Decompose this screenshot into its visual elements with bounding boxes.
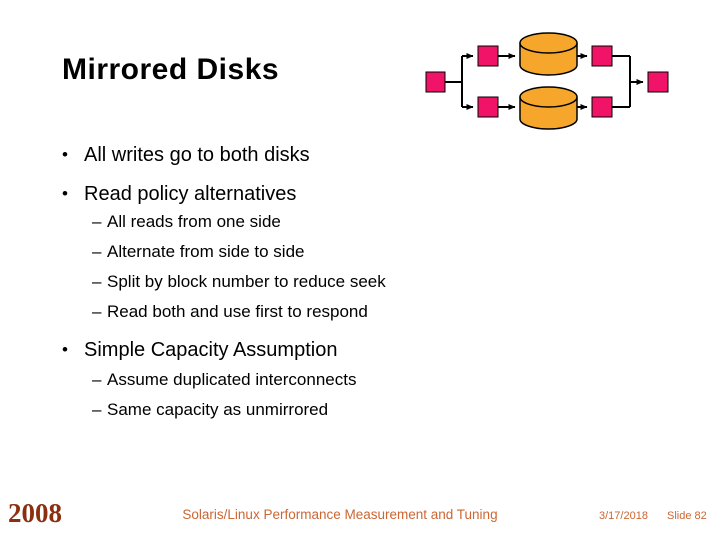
- slide-title: Mirrored Disks: [62, 53, 280, 86]
- mirrored-disks-diagram: [425, 32, 669, 130]
- dash-marker: –: [92, 242, 102, 261]
- footer-date: 3/17/2018: [599, 510, 648, 522]
- dash-marker: –: [92, 302, 102, 321]
- disk-cylinder-bottom-lid: [519, 86, 578, 108]
- subbullet-all-reads-one-side: –All reads from one side: [92, 212, 281, 232]
- interconnect-node-top-right: [591, 45, 613, 67]
- subbullet-same-capacity: –Same capacity as unmirrored: [92, 400, 328, 420]
- bullet-marker: •: [62, 184, 68, 203]
- dash-marker: –: [92, 400, 102, 419]
- bullet-text: Read both and use first to respond: [107, 302, 368, 321]
- disk-cylinder-top-lid: [519, 32, 578, 54]
- subbullet-read-both: –Read both and use first to respond: [92, 302, 368, 322]
- footer-slide-number: Slide 82: [667, 510, 707, 522]
- bullet-text: Read policy alternatives: [84, 183, 297, 205]
- bullet-text: Assume duplicated interconnects: [107, 370, 357, 389]
- year-logo: 2008: [8, 498, 62, 528]
- dash-marker: –: [92, 212, 102, 231]
- bullet-read-policy: • Read policy alternatives: [62, 183, 296, 206]
- subbullet-duplicated-interconnects: –Assume duplicated interconnects: [92, 370, 356, 390]
- interconnect-node-top-left: [477, 45, 499, 67]
- bullet-simple-capacity: • Simple Capacity Assumption: [62, 339, 337, 362]
- interconnect-node-bottom-right: [591, 96, 613, 118]
- bullet-text: All writes go to both disks: [84, 144, 310, 166]
- bullet-text: Simple Capacity Assumption: [84, 339, 338, 361]
- bullet-text: Split by block number to reduce seek: [107, 272, 386, 291]
- dash-marker: –: [92, 272, 102, 291]
- sink-node-square: [647, 71, 669, 93]
- dash-marker: –: [92, 370, 102, 389]
- interconnect-node-bottom-left: [477, 96, 499, 118]
- subbullet-alternate-sides: –Alternate from side to side: [92, 242, 304, 262]
- bullet-text: All reads from one side: [107, 212, 281, 231]
- bullet-marker: •: [62, 145, 68, 164]
- footer-course-title: Solaris/Linux Performance Measurement an…: [182, 507, 498, 522]
- bullet-all-writes: • All writes go to both disks: [62, 144, 310, 167]
- bullet-text: Alternate from side to side: [107, 242, 305, 261]
- source-node-square: [425, 71, 446, 93]
- bullet-marker: •: [62, 340, 68, 359]
- bullet-text: Same capacity as unmirrored: [107, 400, 329, 419]
- subbullet-split-by-block: –Split by block number to reduce seek: [92, 272, 386, 292]
